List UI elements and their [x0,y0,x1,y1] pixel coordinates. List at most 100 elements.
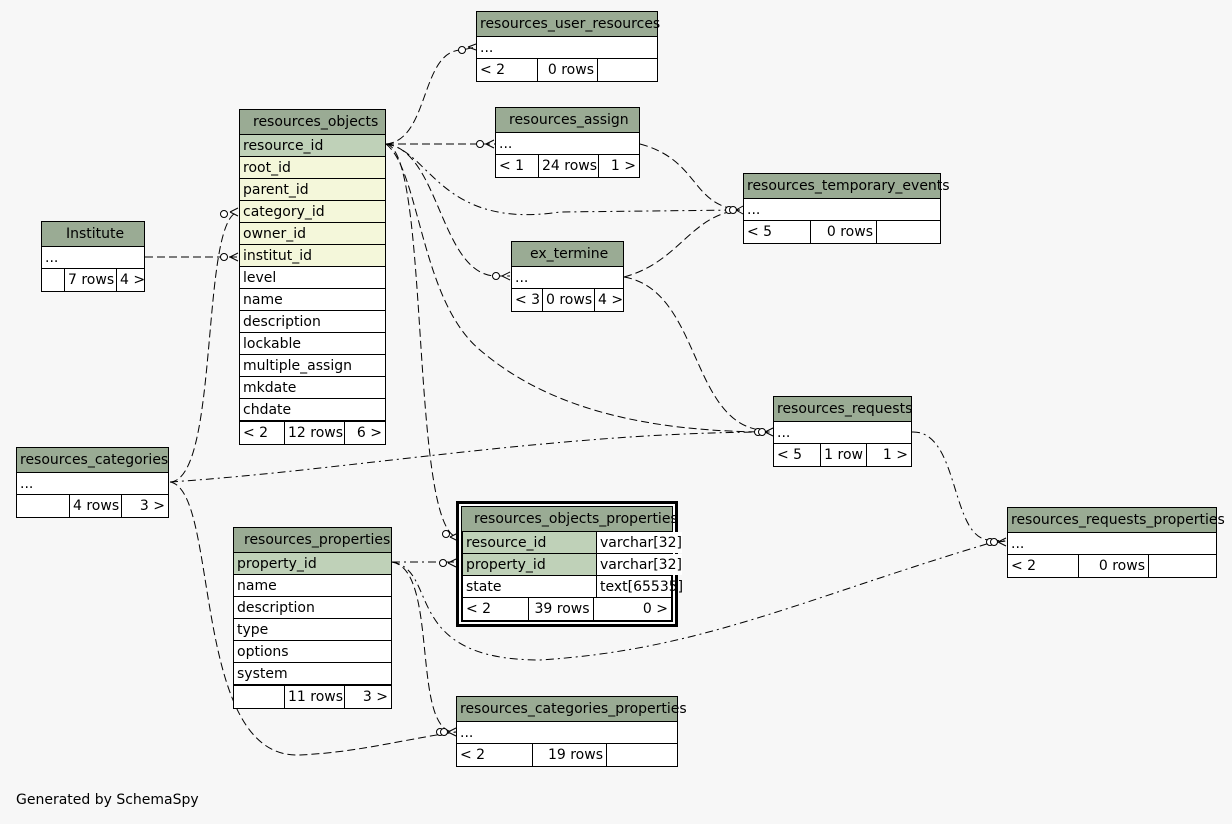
table-ex-termine[interactable]: ex_termine ... < 3 0 rows 4 > [511,241,624,312]
children-count[interactable]: 6 > [344,422,385,444]
column-ellipsis: ... [512,267,623,289]
column-resource-id[interactable]: resource_id [240,135,385,157]
parents-count[interactable]: < 2 [460,747,486,763]
parents-count[interactable] [17,495,69,517]
edge-extermine-temporary-events [623,209,741,278]
row-count: 19 rows [532,744,606,766]
table-resources-objects-properties[interactable]: resources_objects_properties resource_id… [456,501,683,627]
table-title[interactable]: ex_termine [512,242,623,267]
table-resources-categories-properties[interactable]: resources_categories_properties ... < 2 … [456,696,687,767]
column-description[interactable]: description [234,597,391,619]
children-count[interactable]: 1 > [866,444,911,466]
column-lockable[interactable]: lockable [240,333,385,355]
table-title[interactable]: resources_assign [496,108,639,133]
row-count: 11 rows [284,686,344,708]
column-description[interactable]: description [240,311,385,333]
edge-extermine-requests [623,276,761,431]
table-footer: < 3 0 rows 4 > [512,289,623,311]
table-resources-user-resources[interactable]: resources_user_resources ... < 2 0 rows [476,11,660,82]
children-count[interactable] [597,59,657,81]
table-resources-requests[interactable]: resources_requests ... < 5 1 row 1 > [773,396,912,467]
table-footer: < 2 0 rows [1008,555,1216,577]
column-root-id[interactable]: root_id [240,157,385,179]
table-footer: 11 rows 3 > [234,685,391,708]
row-count: 7 rows [64,269,116,291]
children-count[interactable]: 4 > [116,269,145,291]
column-mkdate[interactable]: mkdate [240,377,385,399]
column-level[interactable]: level [240,267,385,289]
column-category-id[interactable]: category_id [240,201,385,223]
children-count[interactable] [1148,555,1216,577]
table-title[interactable]: resources_temporary_events [744,174,950,199]
row-count: 12 rows [284,422,344,444]
table-footer: < 2 39 rows 0 > [463,598,671,620]
column-options[interactable]: options [234,641,391,663]
edge-objects-extermine [385,143,510,277]
column-type: varchar[32] [596,554,682,575]
table-resources-objects[interactable]: resources_objects resource_id root_id pa… [239,109,386,445]
column-ellipsis: ... [17,473,168,495]
table-resources-categories[interactable]: resources_categories ... 4 rows 3 > [16,447,169,518]
column-name[interactable]: name [240,289,385,311]
column-owner-id[interactable]: owner_id [240,223,385,245]
parents-count[interactable]: < 5 [777,447,803,463]
table-resources-properties[interactable]: resources_properties property_id name de… [233,527,392,709]
edge-properties-requests-props [391,540,1007,661]
table-resources-requests-properties[interactable]: resources_requests_properties ... < 2 0 … [1007,507,1225,578]
table-title[interactable]: resources_properties [234,528,391,553]
column-multiple-assign[interactable]: multiple_assign [240,355,385,377]
column-property-id[interactable]: property_id varchar[32] [463,554,682,576]
parents-count[interactable]: < 1 [499,158,525,174]
table-title[interactable]: resources_requests [774,397,912,422]
table-title[interactable]: resources_objects [240,110,385,135]
parents-count[interactable]: < 2 [480,62,506,78]
row-count: 0 rows [537,59,597,81]
edge-properties-catprops [391,561,457,733]
parents-count[interactable]: < 2 [1011,558,1037,574]
table-footer: < 2 19 rows [457,744,677,766]
children-count[interactable]: 3 > [344,686,391,708]
children-count[interactable]: 4 > [594,289,623,311]
edge-categories-objects [169,211,239,483]
parents-count[interactable]: < 5 [747,224,773,240]
table-footer: < 2 12 rows 6 > [240,421,385,444]
column-property-id[interactable]: property_id [234,553,391,575]
parents-count[interactable]: < 2 [466,601,492,617]
table-title[interactable]: resources_categories_properties [457,697,687,722]
children-count[interactable]: 0 > [592,598,671,620]
table-title[interactable]: resources_categories [17,448,168,473]
column-parent-id[interactable]: parent_id [240,179,385,201]
column-name: state [466,579,502,595]
column-resource-id[interactable]: resource_id varchar[32] [463,532,682,554]
table-footer: 7 rows 4 > [42,269,145,291]
table-institute[interactable]: Institute ... 7 rows 4 > [41,221,145,292]
parents-count[interactable]: < 3 [515,292,541,308]
table-title[interactable]: resources_user_resources [477,12,660,37]
table-resources-assign[interactable]: resources_assign ... < 1 24 rows 1 > [495,107,640,178]
column-system[interactable]: system [234,663,391,685]
table-title[interactable]: Institute [42,222,144,247]
row-count: 0 rows [810,221,876,243]
row-count: 24 rows [538,155,598,177]
table-resources-temporary-events[interactable]: resources_temporary_events ... < 5 0 row… [743,173,950,244]
column-institut-id[interactable]: institut_id [240,245,385,267]
edge-requests-requests-props [911,431,1007,542]
children-count[interactable] [606,744,677,766]
row-count: 39 rows [527,598,593,620]
column-name: property_id [466,557,546,573]
table-title[interactable]: resources_objects_properties [462,507,678,532]
column-state[interactable]: state text[65535] [463,576,683,598]
edge-objects-objprops [385,143,457,538]
column-type[interactable]: type [234,619,391,641]
parents-count[interactable]: < 2 [243,425,269,441]
edge-categories-requests [169,431,773,483]
parents-count[interactable] [234,686,284,708]
children-count[interactable]: 3 > [121,495,168,517]
children-count[interactable]: 1 > [598,155,639,177]
table-title[interactable]: resources_requests_properties [1008,508,1225,533]
column-name[interactable]: name [234,575,391,597]
children-count[interactable] [876,221,940,243]
column-chdate[interactable]: chdate [240,399,385,421]
parents-count[interactable] [42,269,64,291]
edge-assign-temporary-events [639,143,741,211]
